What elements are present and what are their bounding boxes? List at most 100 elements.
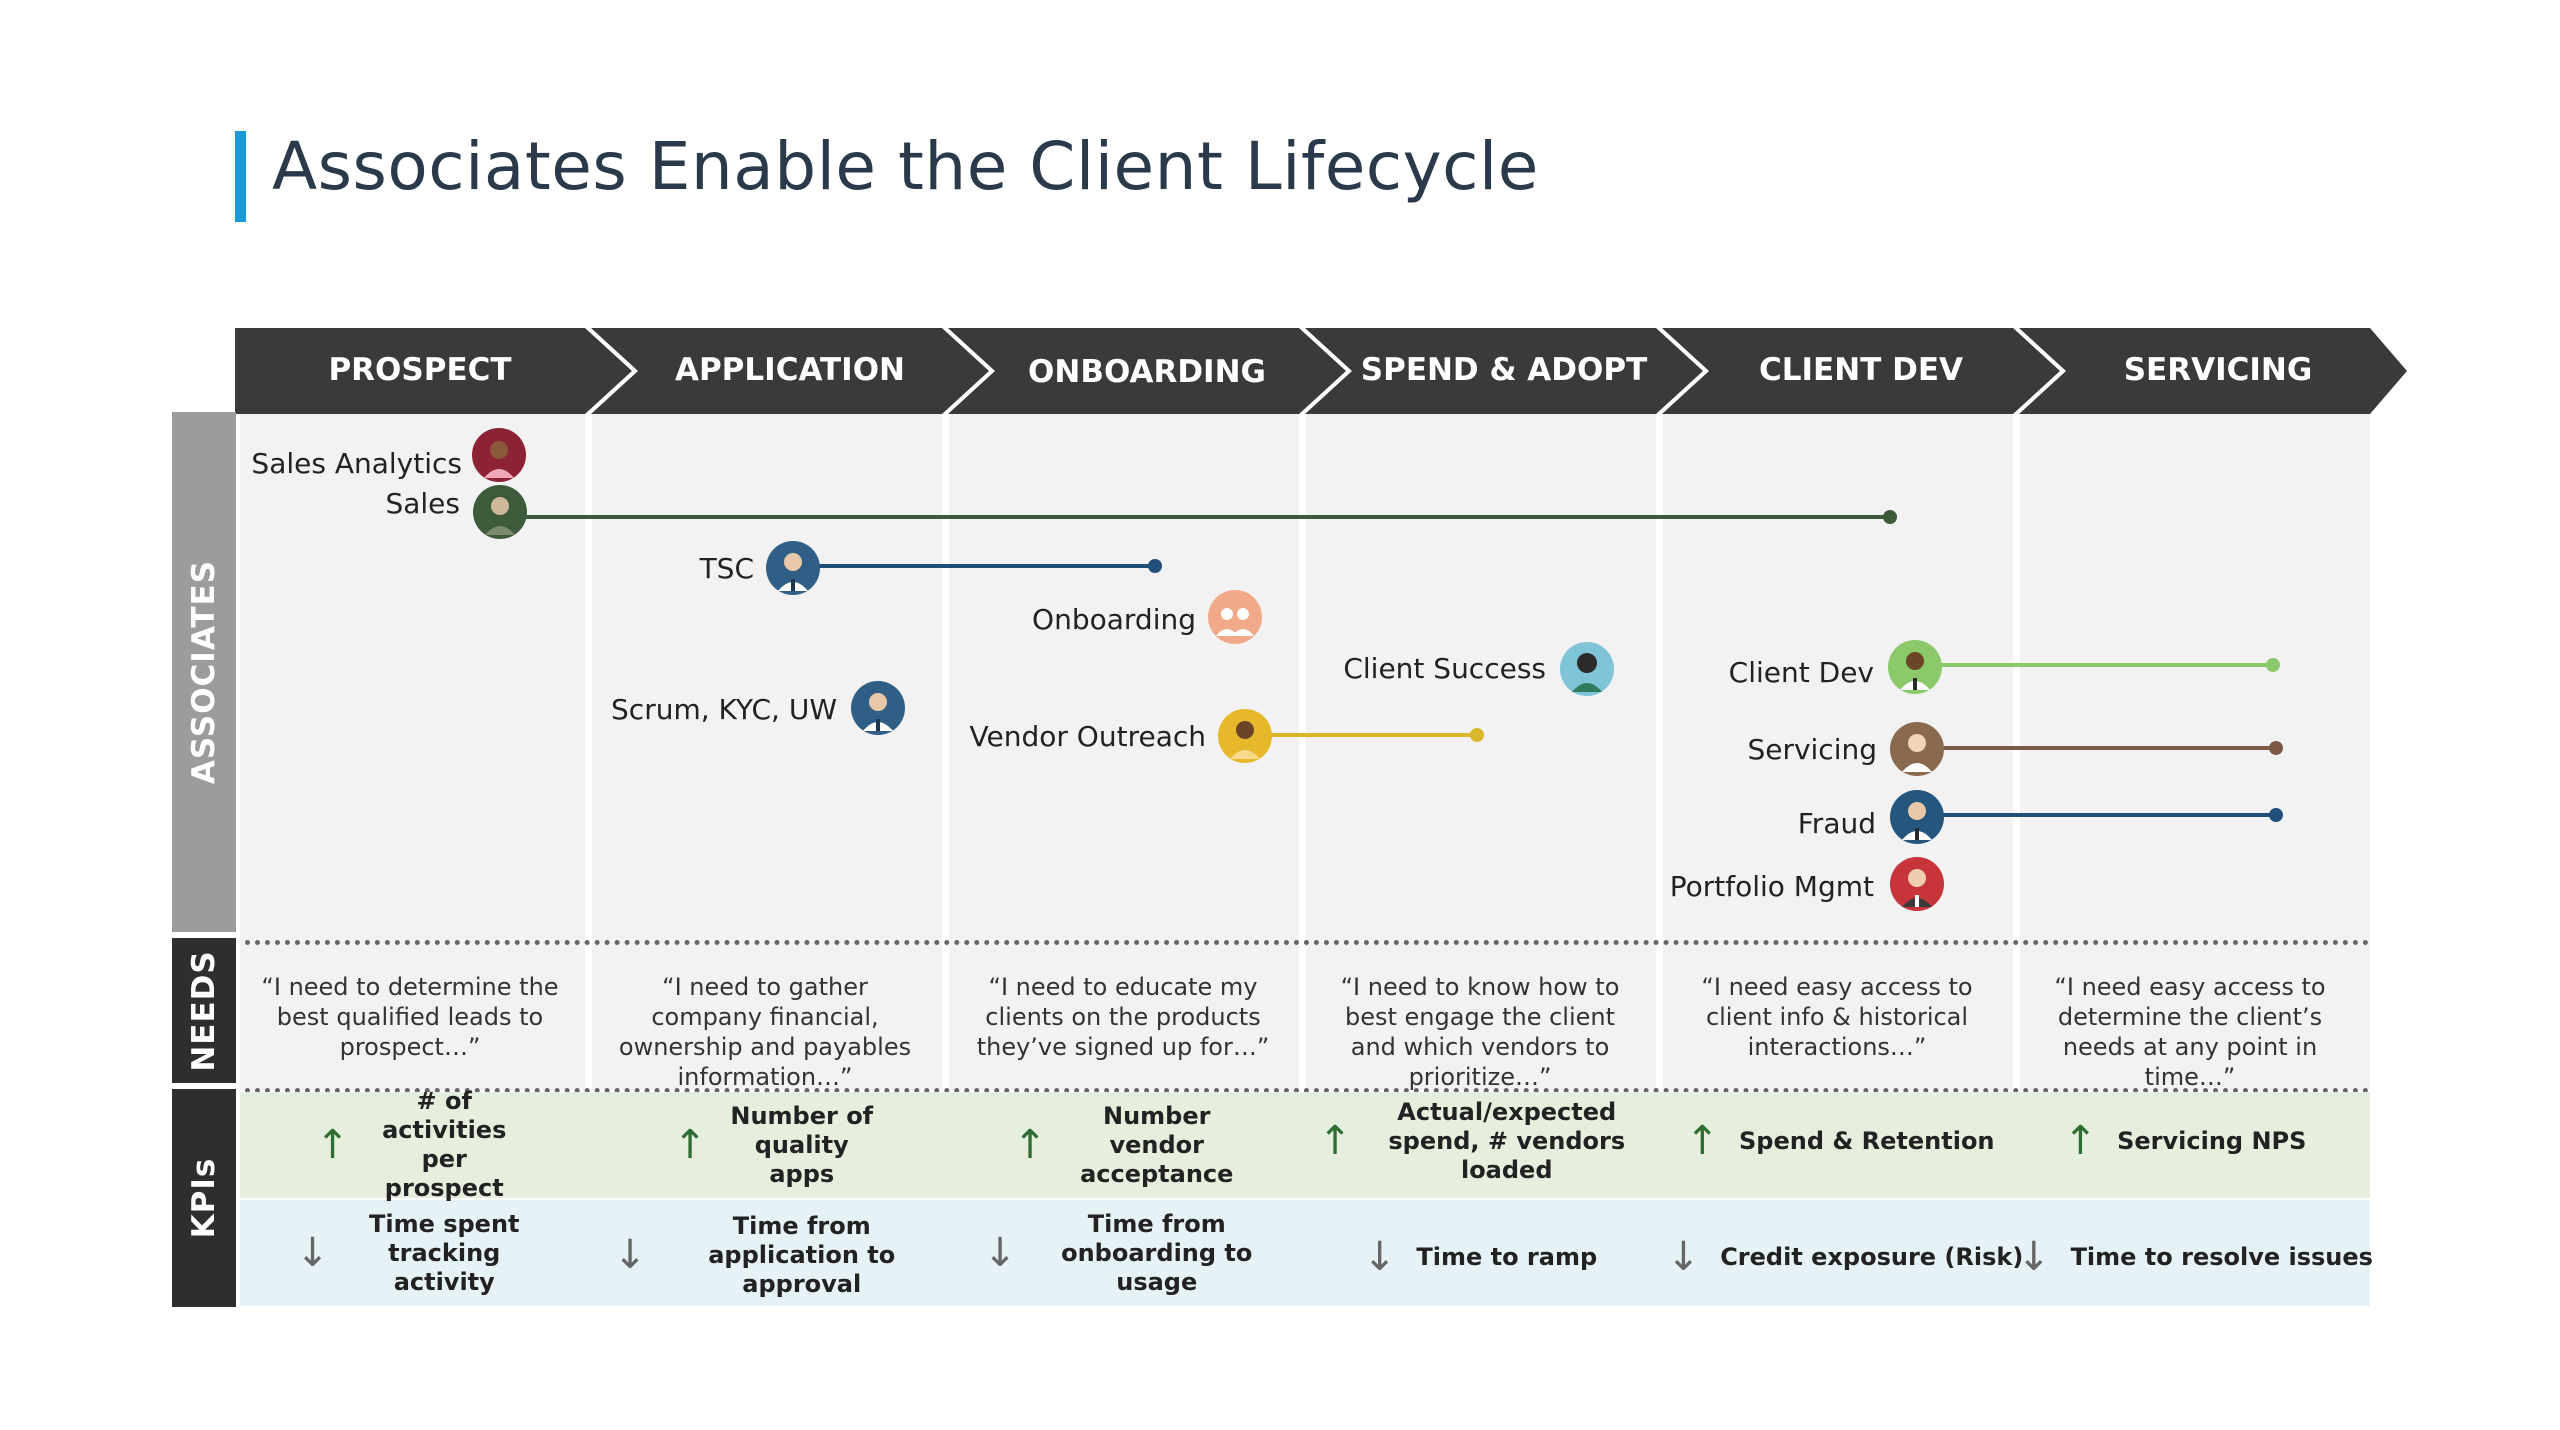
kpi-down-prospect: ↓ Time spent tracking activity — [245, 1206, 590, 1300]
stage-chevron-spend-adopt — [1305, 328, 1703, 414]
kpi-up-text: Actual/expected spend, # vendors loaded — [1388, 1097, 1626, 1184]
column-servicing — [2020, 414, 2370, 1090]
column-prospect — [240, 414, 585, 1090]
arrow-up-icon: ↑ — [1685, 1118, 1719, 1164]
avatar-portfolio-mgmt-icon — [1890, 857, 1944, 911]
arrow-up-icon: ↑ — [1318, 1118, 1352, 1164]
kpi-down-text: Time spent tracking activity — [368, 1209, 520, 1296]
arrow-down-icon: ↓ — [2017, 1234, 2051, 1280]
associate-label-servicing: Servicing — [1747, 733, 1877, 766]
associate-label-vendor-outreach: Vendor Outreach — [969, 720, 1206, 753]
stage-chevron-onboarding — [948, 328, 1346, 414]
avatar-vendor-outreach-icon — [1218, 709, 1272, 763]
arrow-down-icon: ↓ — [983, 1230, 1017, 1276]
arrow-up-icon: ↑ — [1013, 1122, 1047, 1168]
kpi-down-application: ↓ Time from application to approval — [590, 1206, 960, 1304]
kpi-up-text: Spend & Retention — [1739, 1126, 1995, 1155]
divider-associates-needs — [245, 940, 2370, 945]
avatar-fraud-icon — [1890, 790, 1944, 844]
kpi-up-servicing: ↑ Servicing NPS — [2010, 1098, 2360, 1184]
associate-label-onboarding: Onboarding — [1032, 603, 1196, 636]
stage-chevron-client-dev — [1662, 328, 2060, 414]
kpi-up-client-dev: ↑ Spend & Retention — [1665, 1098, 2015, 1184]
stage-chevron-application — [591, 328, 989, 414]
need-spend-adopt: “I need to know how to best engage the c… — [1340, 973, 1620, 1091]
stage-header-bar — [235, 328, 2407, 414]
stage-label-prospect: PROSPECT — [328, 352, 512, 388]
arrow-down-icon: ↓ — [295, 1230, 330, 1276]
divider-needs-kpis — [245, 1088, 2370, 1093]
kpi-up-prospect: ↑ # of activities per prospect — [245, 1087, 590, 1202]
associate-label-client-success: Client Success — [1343, 652, 1546, 685]
associate-label-sales-analytics: Sales Analytics — [251, 447, 462, 480]
kpi-down-text: Credit exposure (Risk) — [1720, 1242, 2024, 1271]
need-servicing: “I need easy access to determine the cli… — [2054, 973, 2326, 1091]
stage-label-client-dev: CLIENT DEV — [1759, 352, 1963, 388]
stage-label-servicing: SERVICING — [2123, 352, 2313, 388]
stage-label-onboarding: ONBOARDING — [1028, 354, 1266, 390]
avatar-client-success-icon — [1560, 642, 1614, 696]
kpi-down-text: Time from onboarding to usage — [1061, 1209, 1253, 1296]
title-accent-bar — [235, 131, 246, 222]
avatar-client-dev-icon — [1888, 640, 1942, 694]
avatar-onboarding-icon — [1208, 590, 1262, 644]
stage-chevron-servicing — [2019, 328, 2407, 414]
kpi-down-band — [240, 1200, 2370, 1306]
avatar-sales-icon — [473, 485, 527, 539]
kpi-up-text: # of activities per prospect — [382, 1087, 507, 1202]
kpi-down-onboarding: ↓ Time from onboarding to usage — [950, 1206, 1310, 1300]
need-application: “I need to gather company financial, own… — [618, 973, 912, 1091]
row-label-associates: ASSOCIATES — [172, 412, 236, 932]
need-client-dev: “I need easy access to client info & his… — [1701, 973, 1973, 1061]
servicing-line-end — [2269, 741, 2283, 755]
associate-label-scrum-kyc-uw: Scrum, KYC, UW — [611, 693, 837, 726]
grid-area — [240, 414, 2370, 1090]
vendor-outreach-line-end — [1470, 728, 1484, 742]
stage-label-spend-adopt: SPEND & ADOPT — [1360, 352, 1648, 388]
need-prospect: “I need to determine the best qualified … — [261, 973, 559, 1061]
column-application — [592, 414, 942, 1090]
sales-line-end — [1883, 510, 1897, 524]
kpi-down-servicing: ↓ Time to resolve issues — [2010, 1206, 2380, 1308]
arrow-down-icon: ↓ — [1362, 1234, 1397, 1280]
avatar-scrum-kyc-uw-icon — [851, 681, 905, 735]
stage-label-application: APPLICATION — [674, 352, 906, 388]
kpi-down-client-dev: ↓ Credit exposure (Risk) — [1660, 1206, 2030, 1308]
column-client-dev — [1663, 414, 2013, 1090]
row-label-kpis: KPIs — [172, 1089, 236, 1307]
associate-label-client-dev: Client Dev — [1728, 656, 1874, 689]
need-onboarding: “I need to educate my clients on the pro… — [976, 973, 1270, 1061]
client-dev-line-end — [2266, 658, 2280, 672]
kpi-up-text: Servicing NPS — [2117, 1126, 2307, 1155]
tsc-line-end — [1148, 559, 1162, 573]
kpi-up-spend-adopt: ↑ Actual/expected spend, # vendors loade… — [1305, 1098, 1655, 1184]
arrow-down-icon: ↓ — [613, 1232, 647, 1278]
kpi-up-text: Number of quality apps — [730, 1101, 874, 1188]
kpi-up-text: Number vendor acceptance — [1080, 1101, 1234, 1188]
associate-label-tsc: TSC — [699, 552, 754, 585]
associate-label-portfolio-mgmt: Portfolio Mgmt — [1669, 870, 1874, 903]
kpi-up-onboarding: ↑ Number vendor acceptance — [955, 1098, 1305, 1192]
kpi-down-text: Time to ramp — [1416, 1242, 1598, 1271]
page-title: Associates Enable the Client Lifecycle — [272, 128, 1539, 205]
arrow-up-icon: ↑ — [315, 1122, 350, 1168]
stage-chevron-prospect — [235, 328, 632, 414]
arrow-up-icon: ↑ — [2063, 1118, 2098, 1164]
kpi-down-text: Time to resolve issues — [2070, 1242, 2373, 1271]
kpi-down-text: Time from application to approval — [708, 1211, 896, 1298]
column-spend-adopt — [1306, 414, 1656, 1090]
avatar-servicing-icon — [1890, 722, 1944, 776]
kpi-down-spend-adopt: ↓ Time to ramp — [1305, 1206, 1655, 1308]
associate-label-fraud: Fraud — [1797, 807, 1876, 840]
avatar-sales-analytics-icon — [472, 428, 526, 482]
arrow-down-icon: ↓ — [1666, 1234, 1701, 1280]
associate-label-sales: Sales — [385, 487, 460, 520]
avatar-tsc-icon — [766, 541, 820, 595]
row-label-needs: NEEDS — [172, 938, 236, 1083]
stage-header-labels: PROSPECT APPLICATION ONBOARDING SPEND & … — [235, 328, 2415, 414]
arrow-up-icon: ↑ — [673, 1122, 707, 1168]
kpi-up-application: ↑ Number of quality apps — [600, 1098, 950, 1192]
kpi-up-band — [240, 1092, 2370, 1198]
fraud-line-end — [2269, 808, 2283, 822]
